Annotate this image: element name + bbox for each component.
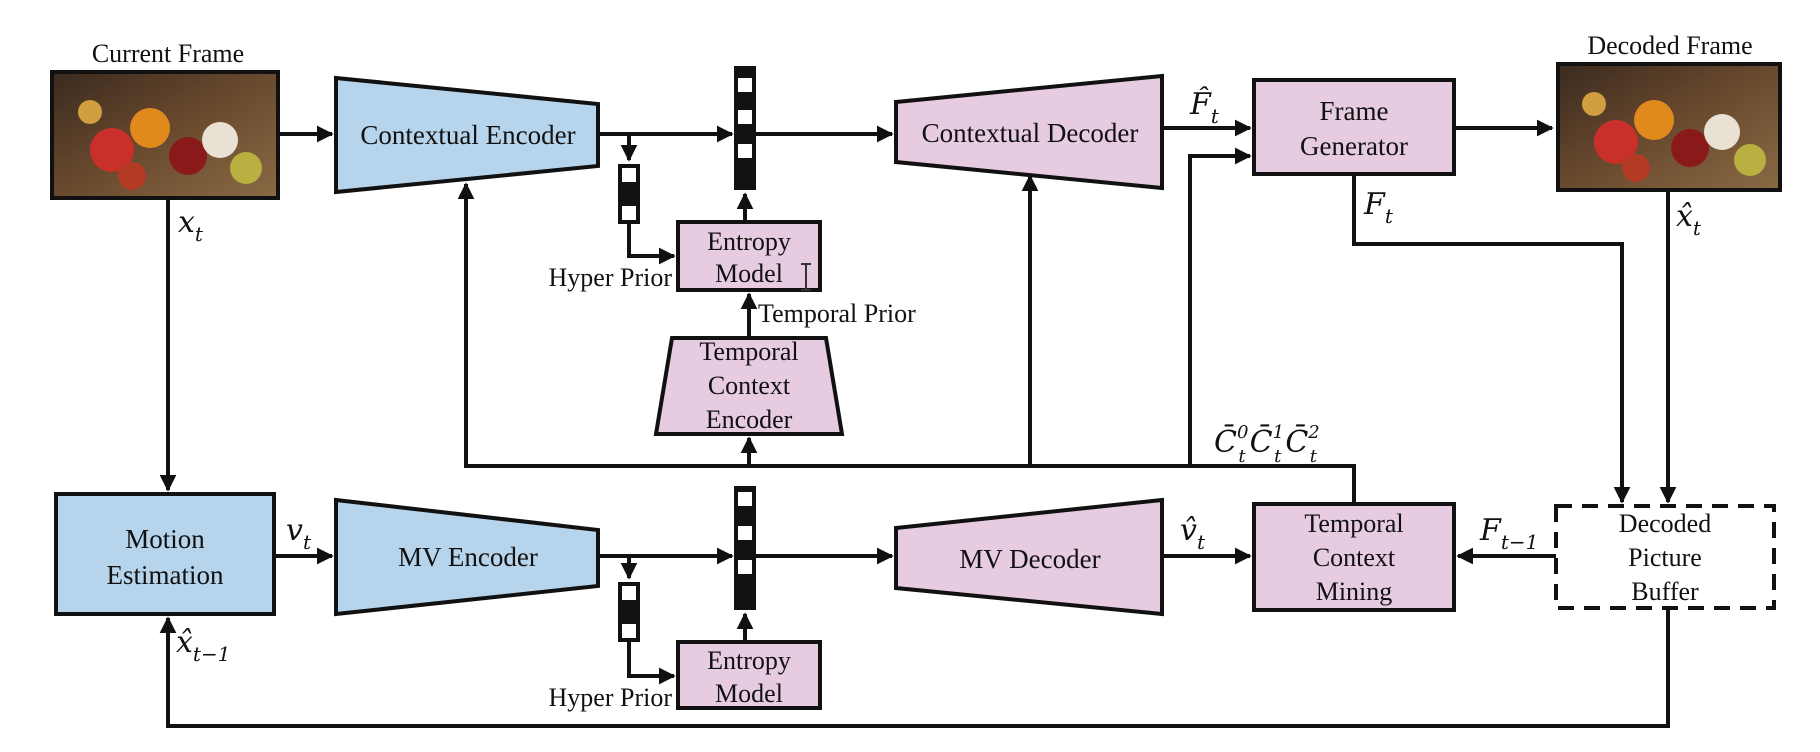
- contextual-decoder-block: [894, 73, 1164, 191]
- arrow-ft-to-buffer: [1352, 174, 1631, 504]
- decoded-picture-buffer-block: [1554, 504, 1776, 610]
- vhat-t-symbol: v̂t: [1180, 513, 1206, 554]
- frame-generator-label-2: Generator: [1300, 131, 1408, 161]
- temporal-context-encoder-label-3: Encoder: [706, 405, 793, 434]
- hyper-bar-bottom: [618, 582, 640, 642]
- fhat-t-symbol: F̂t: [1189, 87, 1220, 128]
- entropy-model-top-label-2: Model: [715, 259, 783, 288]
- context-bus: [457, 182, 1356, 504]
- contextual-encoder-label: Contextual Encoder: [360, 120, 575, 150]
- f-t-minus-1-symbol: Ft−1: [1479, 513, 1538, 554]
- temporal-context-mining-label-2: Context: [1313, 543, 1396, 572]
- entropy-model-bottom-label-1: Entropy: [707, 646, 791, 675]
- mv-encoder-label: MV Encoder: [398, 542, 538, 572]
- latent-bar-top: [734, 66, 756, 190]
- entropy-model-top-label-1: Entropy: [707, 227, 791, 256]
- decoded-picture-buffer-label-3: Buffer: [1631, 577, 1699, 606]
- mv-decoder-block: [894, 497, 1164, 617]
- entropy-model-top-block: [676, 220, 822, 292]
- temporal-context-mining-label-3: Mining: [1316, 577, 1393, 606]
- decoded-picture-buffer-label-2: Picture: [1628, 543, 1702, 572]
- decoded-frame-title: Decoded Frame: [1587, 31, 1752, 60]
- arrow-context-to-frame-generator: [1188, 147, 1252, 466]
- temporal-context-encoder-label-2: Context: [708, 371, 791, 400]
- entropy-model-bottom-block: [676, 640, 822, 710]
- ft-symbol: Ft: [1363, 187, 1394, 228]
- xt-symbol: xt: [178, 205, 204, 246]
- vt-symbol: vt: [286, 513, 312, 554]
- xhat-t-symbol: x̂t: [1676, 199, 1702, 240]
- hyper-prior-top-label: Hyper Prior: [549, 263, 673, 292]
- hyper-bar-top: [618, 164, 640, 224]
- decoded-frame-image: [1556, 62, 1782, 192]
- motion-estimation-label-2: Estimation: [107, 560, 224, 590]
- arrow-buffer-to-motion-estimation: [159, 608, 1670, 728]
- latent-bar-bottom: [734, 486, 756, 610]
- arrow-hyper-to-entropy-bottom: [627, 642, 676, 685]
- mv-decoder-label: MV Decoder: [959, 544, 1100, 574]
- xhat-t-minus-1-symbol: x̂t−1: [176, 625, 230, 666]
- current-frame-image: [50, 70, 280, 200]
- mv-encoder-block: [334, 497, 600, 617]
- temporal-context-mining-label-1: Temporal: [1304, 509, 1403, 538]
- entropy-model-bottom-label-2: Model: [715, 679, 783, 708]
- frame-generator-label-1: Frame: [1320, 96, 1389, 126]
- arrow-hyper-to-entropy-top: [627, 224, 676, 265]
- decoded-picture-buffer-label-1: Decoded: [1619, 509, 1711, 538]
- contextual-encoder-block: [334, 75, 600, 195]
- current-frame-title: Current Frame: [92, 39, 244, 68]
- contextual-decoder-label: Contextual Decoder: [922, 118, 1139, 148]
- motion-estimation-label-1: Motion: [125, 524, 205, 554]
- temporal-context-encoder-block: [653, 336, 845, 436]
- motion-estimation-block: [54, 492, 276, 616]
- hyper-prior-bottom-label: Hyper Prior: [549, 683, 673, 712]
- temporal-prior-label: Temporal Prior: [758, 299, 916, 328]
- temporal-context-encoder-label-1: Temporal: [699, 337, 798, 366]
- text-cursor-icon: [801, 263, 811, 291]
